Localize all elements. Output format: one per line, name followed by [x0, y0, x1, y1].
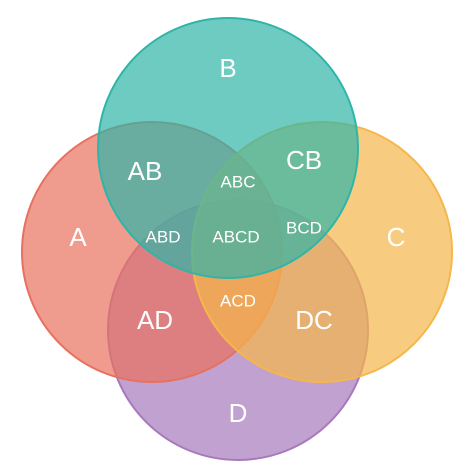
- region-label-abcd: ABCD: [212, 228, 259, 247]
- set-label-b: B: [219, 53, 236, 83]
- region-label-abd: ABD: [146, 228, 181, 247]
- set-label-c: C: [387, 222, 406, 252]
- set-label-a: A: [69, 222, 87, 252]
- set-b-circle: [97, 17, 359, 279]
- region-label-bcd: BCD: [286, 219, 322, 238]
- region-label-acd: ACD: [220, 292, 256, 311]
- region-label-dc: DC: [295, 305, 333, 335]
- set-label-d: D: [229, 398, 248, 428]
- region-label-cb: CB: [286, 145, 322, 175]
- region-label-ad: AD: [137, 305, 173, 335]
- region-label-abc: ABC: [221, 173, 256, 192]
- region-label-ab: AB: [128, 156, 163, 186]
